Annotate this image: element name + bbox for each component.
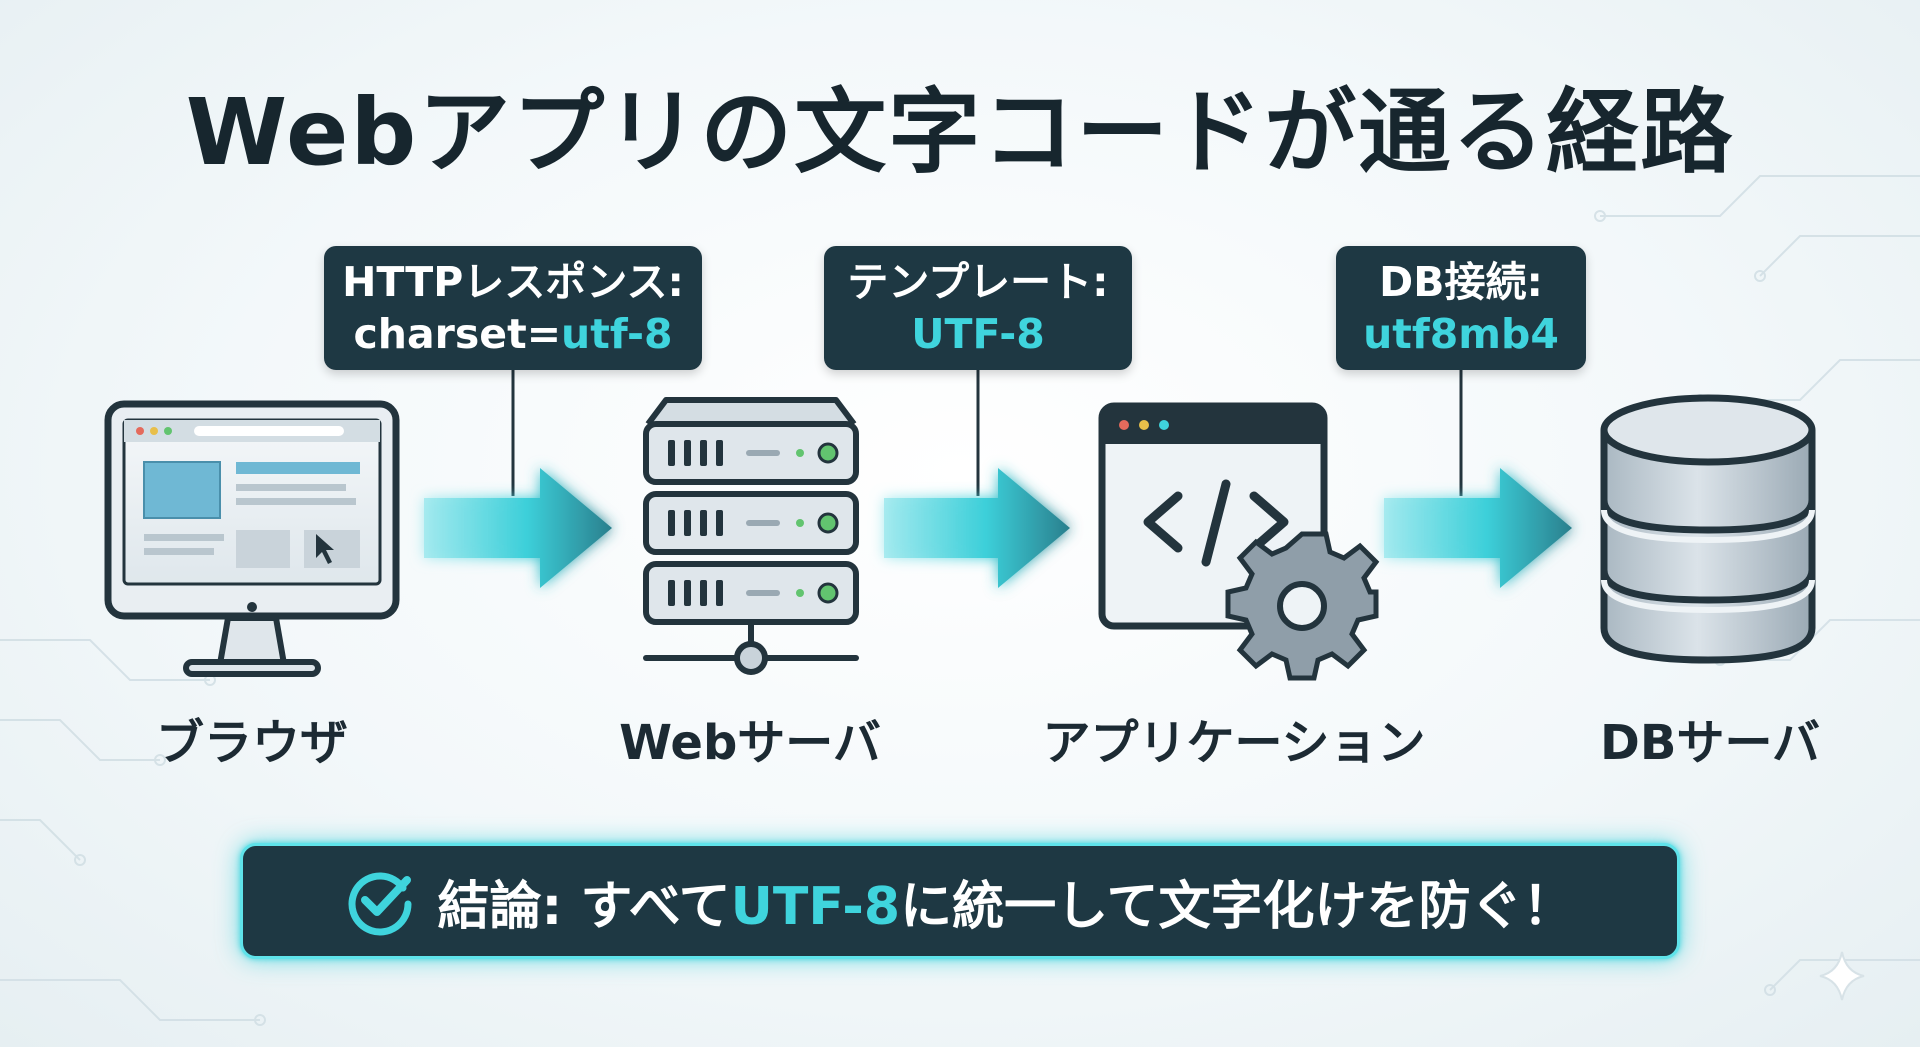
callout-http-value: utf-8 — [561, 310, 673, 358]
callout-db-value: utf8mb4 — [1363, 310, 1559, 358]
callout-db-title: DB接続: — [1379, 258, 1543, 306]
conclusion-text: 結論: すべてUTF-8に統一して文字化けを防ぐ！ — [437, 864, 1574, 939]
monitor-icon — [104, 400, 400, 677]
callout-db-connection: DB接続: utf8mb4 — [1336, 246, 1586, 370]
callout-http-value-line: charset=utf-8 — [324, 308, 702, 360]
node-label-browser: ブラウザ — [155, 715, 348, 771]
callout-template-title: テンプレート: — [847, 258, 1109, 306]
flow-arrow-1 — [424, 468, 612, 588]
check-circle-icon — [349, 872, 412, 936]
page-title: Webアプリの文字コードが通る経路 — [185, 79, 1735, 186]
node-label-web-server: Webサーバ — [619, 715, 881, 771]
flow-arrow-2 — [884, 468, 1070, 588]
node-label-db-server: DBサーバ — [1600, 715, 1820, 771]
conclusion-prefix: 結論: すべて — [437, 876, 731, 937]
callout-template-value: UTF-8 — [911, 310, 1045, 358]
code-window-gear-icon — [1098, 402, 1380, 681]
server-rack-icon — [643, 397, 859, 675]
flow-arrow-3 — [1384, 468, 1572, 588]
sparkle-icon — [1819, 951, 1865, 1001]
callout-template: テンプレート: UTF-8 — [824, 246, 1132, 370]
node-label-application: アプリケーション — [1042, 715, 1426, 771]
conclusion-suffix: に統一して文字化けを防ぐ！ — [900, 876, 1575, 937]
callout-http-prefix: charset= — [353, 310, 562, 358]
conclusion-highlight: UTF-8 — [730, 876, 901, 937]
callout-http-response: HTTPレスポンス: charset=utf-8 — [324, 246, 702, 370]
conclusion-banner: 結論: すべてUTF-8に統一して文字化けを防ぐ！ — [240, 843, 1680, 959]
database-cylinder-icon — [1600, 394, 1816, 664]
callout-http-title: HTTPレスポンス: — [342, 258, 684, 306]
